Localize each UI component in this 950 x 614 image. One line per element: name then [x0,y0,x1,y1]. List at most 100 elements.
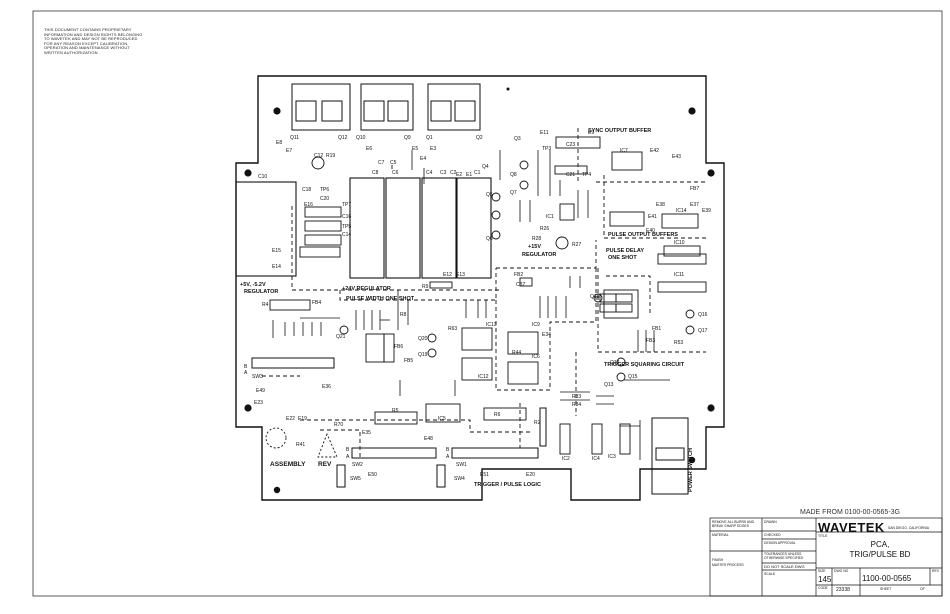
ref-ic7: IC7 [620,148,628,154]
ref-e6: E6 [366,146,372,152]
tb-design-approval: DESIGN APPROVAL [764,541,796,545]
ref-e15: E15 [272,248,281,254]
ref-e42: E42 [650,148,659,154]
ref-r34: R34 [572,402,581,408]
ref-c21: C21 [566,172,575,178]
ref-c23: C23 [566,142,575,148]
section-dividers [262,91,706,460]
ref-q21: Q21 [336,334,346,340]
tb-of: OF [920,587,925,591]
ref-ic3: IC3 [608,454,616,460]
ref-r2: R2 [534,420,541,426]
ref-ic5: IC5 [438,416,446,422]
ref-e11: E11 [540,130,549,136]
ref-r5: R5 [392,408,399,414]
large-capacitors [235,177,492,279]
ref-sw1: SW1 [456,462,467,468]
ref-e39: E39 [702,208,711,214]
tb-burrs-note: REMOVE ALL BURRS AND BREAK SHARP EDGES [712,520,755,528]
ref-e16: E16 [304,202,313,208]
ref-ic4: IC4 [592,456,600,462]
ref-tp3: TP3 [542,146,551,152]
made-from-note: MADE FROM 0100-00-0565-3G [800,509,900,516]
switch-connectors [251,357,689,495]
ref-e7: E7 [286,148,292,154]
ref-c8: C8 [372,170,379,176]
ref-tp5: TP5 [342,224,351,230]
ref-r63: R63 [448,326,457,332]
ref-ic2: IC2 [562,456,570,462]
section-labels: SYNC OUTPUT BUFFER PULSE OUTPUT BUFFERS … [240,128,694,492]
ref-q9: Q9 [404,135,411,141]
ref-q13: Q13 [604,382,614,388]
ref-ic1: IC1 [546,214,554,220]
ref-ic14: IC14 [676,208,687,214]
rev-triangle [317,432,338,458]
sheet-border [32,10,943,597]
ref-ic13: IC13 [486,322,497,328]
ref-e12: E12 [443,272,452,278]
ref-q12: Q12 [338,135,348,141]
ref-c16: C16 [342,214,351,220]
label-pulse-width-one-shot: PULSE WIDTH ONE SHOT [346,296,415,302]
ref-ic9: IC9 [532,322,540,328]
ref-e13: E13 [456,272,465,278]
tb-tolerances: TOLERANCES UNLESS OTHERWISE SPECIFIED [764,552,804,560]
tb-finish-sub: MASTER PROCESS [712,563,744,567]
company-logo: WAVETEK [818,520,885,535]
ref-q19: Q19 [418,352,428,358]
ref-c3: C3 [440,170,447,176]
label-one-shot: ONE SHOT [608,255,637,261]
ref-q14: Q14 [610,360,620,366]
integrated-circuits [365,151,701,455]
label-trigger-squaring: TRIGGER SQUARING CIRCUIT [604,362,685,368]
board-outline [235,75,725,501]
label-15v: +15V [528,244,541,250]
label-sync-output-buffer: SYNC OUTPUT BUFFER [588,128,651,134]
ref-e40: E40 [646,228,655,234]
ref-e22: E22 [286,416,295,422]
ref-r26: R26 [540,226,549,232]
ref-q15: Q15 [628,374,638,380]
ref-r53: R53 [674,340,683,346]
ref-tp7: TP7 [342,202,351,208]
ref-e35: E35 [362,430,371,436]
ref-e1: E1 [466,172,472,178]
ref-r9: R9 [422,284,429,290]
tb-code: 23338 [836,587,850,593]
ref-q3: Q3 [514,136,521,142]
ref-r27: R27 [572,242,581,248]
ref-r41: R41 [296,442,305,448]
ref-r44: R44 [512,350,521,356]
ref-c12: C12 [314,153,323,159]
ref-sw2: SW2 [352,462,363,468]
ref-e5: E5 [412,146,418,152]
ref-q10: Q10 [356,135,366,141]
ref-e34: E34 [542,332,551,338]
ref-e20: E20 [526,472,535,478]
tb-drawn: DRAWN [764,520,777,524]
company-location: SAN DIEGO, CALIFORNIA [888,526,930,530]
ref-e38: E38 [656,202,665,208]
ref-ic6: IC6 [532,354,540,360]
ref-c10: C10 [258,174,267,180]
ref-sw3: SW3 [252,374,263,380]
label-15v-regulator: REGULATOR [522,252,556,258]
ref-e9: E9 [588,130,594,136]
ref-tp6: TP6 [320,187,329,193]
pin-a-sw2: A [346,454,350,460]
ref-r4: R4 [262,302,269,308]
ref-c18: C18 [302,187,311,193]
ref-e51: E51 [480,472,489,478]
resistors [269,136,707,425]
pin-b-sw1: B [446,447,450,453]
ref-q2: Q2 [476,135,483,141]
proprietary-notice: THIS DOCUMENT CONTAINS PROPRIETARY INFOR… [44,27,143,55]
tb-material: MATERIAL [712,533,729,537]
pin-a-sw1: A [446,454,450,460]
mounting-holes [244,87,715,494]
label-24v-regulator: +24V REGULATOR [342,286,391,292]
ref-e37: E37 [690,202,699,208]
tb-rev-lbl: REV [932,569,939,573]
